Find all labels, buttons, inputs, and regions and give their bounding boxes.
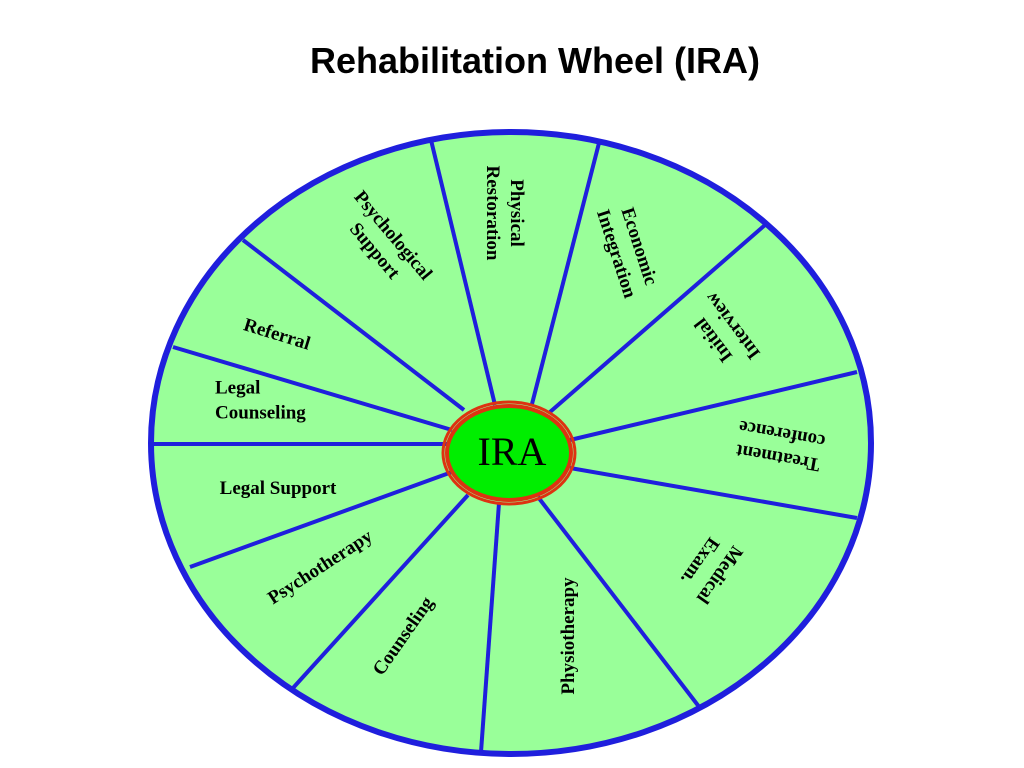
spoke-3 bbox=[548, 223, 767, 414]
spoke-11 bbox=[172, 345, 453, 432]
segment-label-legal-counseling-line-2: Counseling bbox=[215, 403, 306, 424]
spoke-12 bbox=[241, 238, 466, 412]
page-title: Rehabilitation Wheel (IRA) bbox=[310, 40, 760, 81]
segment-label-physical-restoration-line-1: Physical bbox=[506, 179, 527, 247]
spoke-4 bbox=[569, 370, 858, 442]
hub-outer-ring bbox=[441, 400, 577, 506]
spoke-6 bbox=[536, 495, 702, 710]
spoke-5 bbox=[569, 466, 858, 520]
segment-legal-support: Legal Support bbox=[220, 478, 337, 499]
spoke-9 bbox=[189, 470, 453, 569]
wheel-spokes bbox=[151, 139, 858, 753]
spoke-1 bbox=[429, 139, 497, 406]
center-label: IRA bbox=[478, 429, 547, 474]
segment-label-legal-counseling-line-1: Legal bbox=[215, 378, 260, 399]
hub-ring bbox=[445, 404, 573, 502]
spoke-2 bbox=[530, 142, 601, 405]
center-hub: IRA bbox=[441, 400, 577, 506]
spoke-7 bbox=[479, 502, 501, 753]
segment-label-physical-restoration-line-2: Restoration bbox=[482, 166, 503, 261]
segment-label-legal-support-line-1: Legal Support bbox=[220, 478, 337, 499]
segment-label-physiotherapy-line-1: Physiotherapy bbox=[558, 577, 579, 695]
spoke-8 bbox=[291, 493, 470, 690]
segment-physiotherapy: Physiotherapy bbox=[558, 577, 579, 695]
